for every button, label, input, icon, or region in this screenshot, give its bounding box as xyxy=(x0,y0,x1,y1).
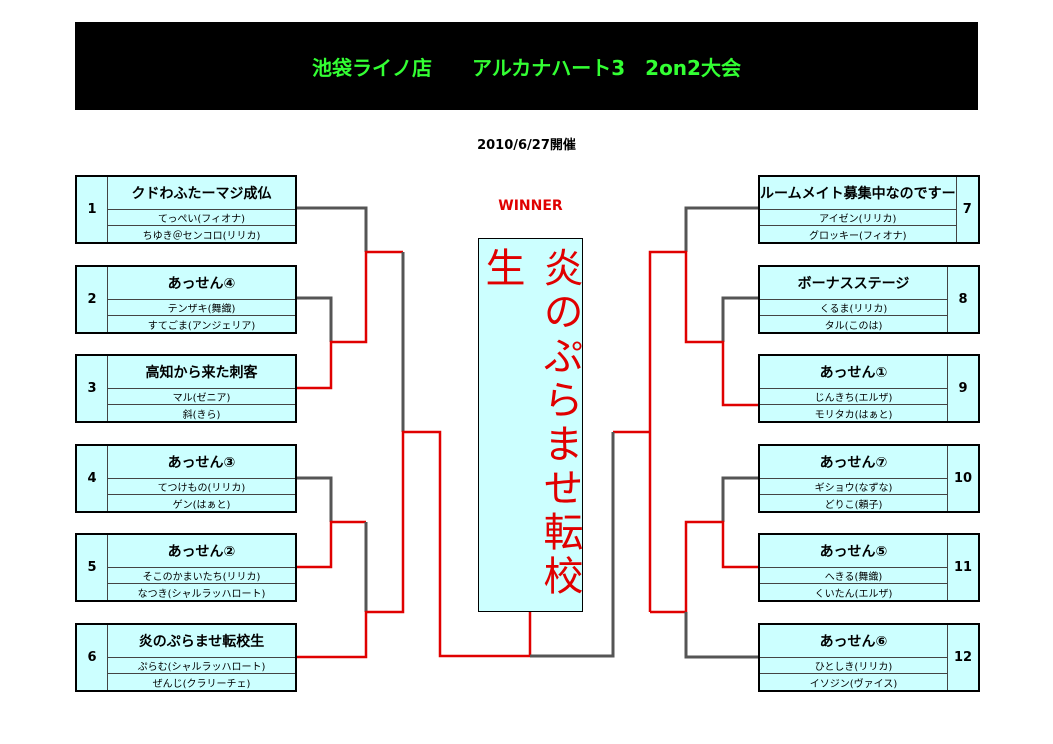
team-box-12: 12 あっせん⑥ ひとしき(リリカ) イソジン(ヴァイス) xyxy=(758,623,980,692)
bracket-line xyxy=(684,206,758,252)
seed-number: 4 xyxy=(77,446,108,511)
player-2: どりこ(頼子) xyxy=(824,499,883,511)
page-title: 池袋ライノ店 アルカナハート3 2on2大会 xyxy=(312,55,741,80)
player-1: ギショウ(なずな) xyxy=(760,479,947,496)
team-box-8: 8 ボーナスステージ くるま(リリカ) タル(このは) xyxy=(758,265,980,334)
player-2: グロッキー(フィオナ) xyxy=(808,230,907,242)
seed-number: 10 xyxy=(947,446,978,511)
team-box-3: 3 高知から来た刺客 マル(ゼニア) 斜(きら) xyxy=(75,354,297,423)
player-2: 斜(きら) xyxy=(182,409,221,421)
player-2: くいたん(エルザ) xyxy=(814,588,893,600)
team-name: 炎のぷらませ転校生 xyxy=(108,625,295,658)
player-2: タル(このは) xyxy=(824,320,883,332)
seed-number: 8 xyxy=(947,267,978,332)
team-box-11: 11 あっせん⑤ へきる(舞織) くいたん(エルザ) xyxy=(758,533,980,602)
title-banner: 池袋ライノ店 アルカナハート3 2on2大会 xyxy=(75,22,978,110)
team-box-6: 6 炎のぷらませ転校生 ぷらむ(シャルラッハロート) ぜんじ(クラリーチェ) xyxy=(75,623,297,692)
seed-number: 11 xyxy=(947,535,978,600)
team-name: あっせん① xyxy=(760,356,947,389)
player-2: ちゆき＠センコロ(リリカ) xyxy=(142,230,261,242)
player-1: ぷらむ(シャルラッハロート) xyxy=(108,658,295,675)
player-2: ぜんじ(クラリーチェ) xyxy=(152,678,251,690)
player-1: へきる(舞織) xyxy=(760,568,947,585)
winner-path xyxy=(295,520,366,569)
team-box-5: 5 あっせん② そこのかまいたち(リリカ) なつき(シャルラッハロート) xyxy=(75,533,297,602)
winner-label: WINNER xyxy=(498,198,563,214)
player-2: イソジン(ヴァイス) xyxy=(809,678,898,690)
team-name: あっせん④ xyxy=(108,267,295,300)
seed-number: 12 xyxy=(947,625,978,690)
seed-number: 3 xyxy=(77,356,108,421)
team-box-1: 1 クドわふたーマジ成仏 てっぺい(フィオナ) ちゆき＠センコロ(リリカ) xyxy=(75,175,297,244)
winner-path xyxy=(648,250,758,612)
team-name: ルームメイト募集中なのですー xyxy=(760,177,956,210)
bracket-line xyxy=(295,296,333,342)
seed-number: 1 xyxy=(77,177,108,242)
winner-path xyxy=(650,520,758,614)
team-name: あっせん⑦ xyxy=(760,446,947,479)
player-1: てつけもの(リリカ) xyxy=(108,479,295,496)
team-box-2: 2 あっせん④ テンザキ(舞織) すてごま(アンジェリア) xyxy=(75,265,297,334)
bracket-line xyxy=(295,206,368,252)
player-2: なつき(シャルラッハロート) xyxy=(137,588,266,600)
player-1: ひとしき(リリカ) xyxy=(760,658,947,675)
seed-number: 9 xyxy=(947,356,978,421)
team-box-7: 7 ルームメイト募集中なのですー アイゼン(リリカ) グロッキー(フィオナ) xyxy=(758,175,980,244)
player-1: くるま(リリカ) xyxy=(760,300,947,317)
winner-box: 炎のぷらませ転校生 xyxy=(478,238,583,612)
team-box-9: 9 あっせん① じんきち(エルザ) モリタカ(はぁと) xyxy=(758,354,980,423)
team-name: あっせん⑥ xyxy=(760,625,947,658)
player-1: てっぺい(フィオナ) xyxy=(108,210,295,227)
bracket-line xyxy=(684,612,758,659)
winner-team: 炎のぷらませ転校生 xyxy=(478,247,583,599)
player-1: マル(ゼニア) xyxy=(108,389,295,406)
seed-number: 5 xyxy=(77,535,108,600)
team-name: あっせん② xyxy=(108,535,295,568)
team-box-10: 10 あっせん⑦ ギショウ(なずな) どりこ(頼子) xyxy=(758,444,980,513)
bracket-line xyxy=(295,476,333,522)
winner-path xyxy=(295,250,403,390)
team-name: あっせん③ xyxy=(108,446,295,479)
player-1: テンザキ(舞織) xyxy=(108,300,295,317)
seed-number: 7 xyxy=(955,177,978,242)
seed-number: 6 xyxy=(77,625,108,690)
bracket-line xyxy=(721,296,758,342)
team-box-4: 4 あっせん③ てつけもの(リリカ) ゲン(はぁと) xyxy=(75,444,297,513)
event-date: 2010/6/27開催 xyxy=(477,138,576,153)
team-name: クドわふたーマジ成仏 xyxy=(108,177,295,210)
team-name: ボーナスステージ xyxy=(760,267,947,300)
seed-number: 2 xyxy=(77,267,108,332)
player-1: アイゼン(リリカ) xyxy=(760,210,956,227)
team-name: あっせん⑤ xyxy=(760,535,947,568)
winner-path xyxy=(295,430,532,659)
bracket-line xyxy=(530,432,615,658)
team-name: 高知から来た刺客 xyxy=(108,356,295,389)
bracket-line xyxy=(721,476,758,522)
player-2: すてごま(アンジェリア) xyxy=(147,320,256,332)
player-1: じんきち(エルザ) xyxy=(760,389,947,406)
player-2: ゲン(はぁと) xyxy=(172,499,231,511)
player-2: モリタカ(はぁと) xyxy=(814,409,893,421)
player-1: そこのかまいたち(リリカ) xyxy=(108,568,295,585)
